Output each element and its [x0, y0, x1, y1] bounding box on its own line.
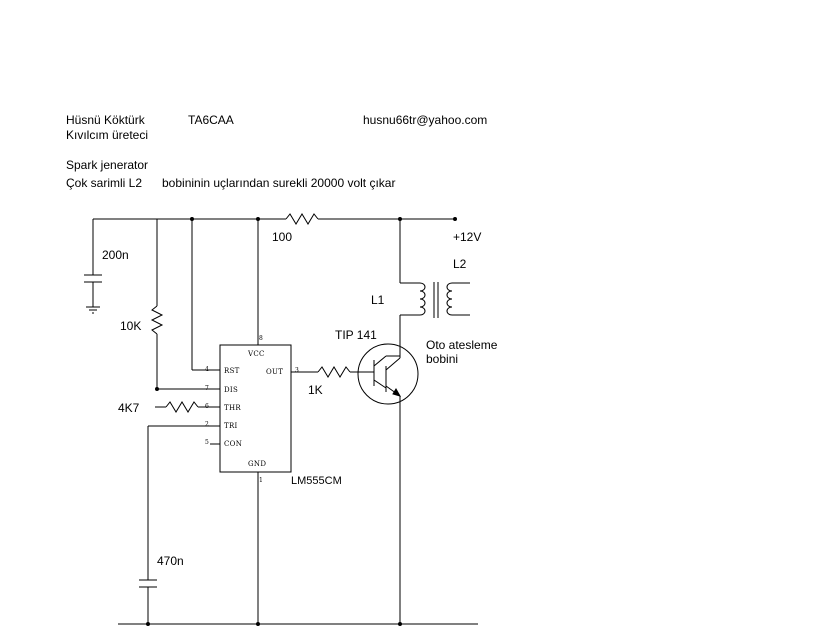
pin-tri-number: 2 — [205, 421, 209, 428]
label-supply: +12V — [453, 230, 482, 244]
title-english: Spark jenerator — [66, 158, 149, 172]
label-c470n: 470n — [157, 554, 184, 568]
pin-out-number: 3 — [295, 367, 299, 374]
pin-con-name: CON — [224, 440, 243, 448]
callsign: TA6CAA — [188, 113, 234, 127]
transistor-collector2 — [385, 357, 401, 371]
pin-rst-name: RST — [224, 367, 240, 375]
label-c200n: 200n — [102, 248, 129, 262]
title-turkish: Kıvılcım üreteci — [66, 128, 149, 142]
label-l1: L1 — [371, 293, 385, 307]
transistor-emitter-1 — [373, 379, 387, 389]
pin-vcc-name: VCC — [248, 350, 265, 358]
label-ic: LM555CM — [291, 475, 342, 487]
junction-bottom-2 — [256, 622, 260, 626]
label-r1k: 1K — [308, 383, 323, 397]
resistor-1k-zigzag — [317, 366, 351, 378]
terminal-12v — [453, 217, 457, 221]
label-l2: L2 — [453, 257, 467, 271]
email-address: husnu66tr@yahoo.com — [363, 113, 488, 127]
author-name: Hüsnü Köktürk — [66, 113, 145, 127]
note-text: bobininin uçlarından surekli 20000 volt … — [162, 176, 396, 190]
ic-555-body — [219, 344, 292, 473]
pin-thr-name: THR — [224, 404, 241, 412]
resistor-100-zigzag — [285, 213, 319, 225]
pin-dis-number: 7 — [205, 385, 209, 392]
pin-thr-number: 6 — [205, 403, 209, 410]
pin-dis-name: DIS — [224, 386, 239, 394]
pin-con-number: 5 — [205, 439, 209, 446]
note-prefix: Çok sarimli L2 — [66, 176, 143, 190]
pin-gnd-number: 1 — [259, 477, 263, 484]
coil-l1 — [419, 282, 426, 316]
label-transistor: TIP 141 — [335, 328, 377, 342]
pin-gnd-name: GND — [248, 460, 267, 468]
coil-l2 — [446, 282, 453, 316]
junction-bottom-1 — [146, 622, 150, 626]
resistor-10k-zigzag — [150, 305, 164, 335]
pin-rst-number: 4 — [205, 366, 209, 373]
emitter-arrow — [392, 388, 402, 397]
transistor-collector-1 — [373, 355, 387, 367]
transistor-case — [357, 343, 419, 405]
label-r100: 100 — [272, 230, 293, 244]
label-coil-line2: bobini — [426, 352, 459, 366]
pin-vcc-number: 8 — [259, 335, 263, 342]
label-r10k: 10K — [120, 319, 142, 333]
resistor-4k7-zigzag — [165, 401, 199, 413]
junction-dis — [155, 387, 159, 391]
label-r4k7: 4K7 — [118, 401, 140, 415]
pin-out-name: OUT — [266, 368, 284, 376]
label-coil-line1: Oto atesleme — [426, 338, 498, 352]
pin-tri-name: TRI — [224, 422, 238, 430]
